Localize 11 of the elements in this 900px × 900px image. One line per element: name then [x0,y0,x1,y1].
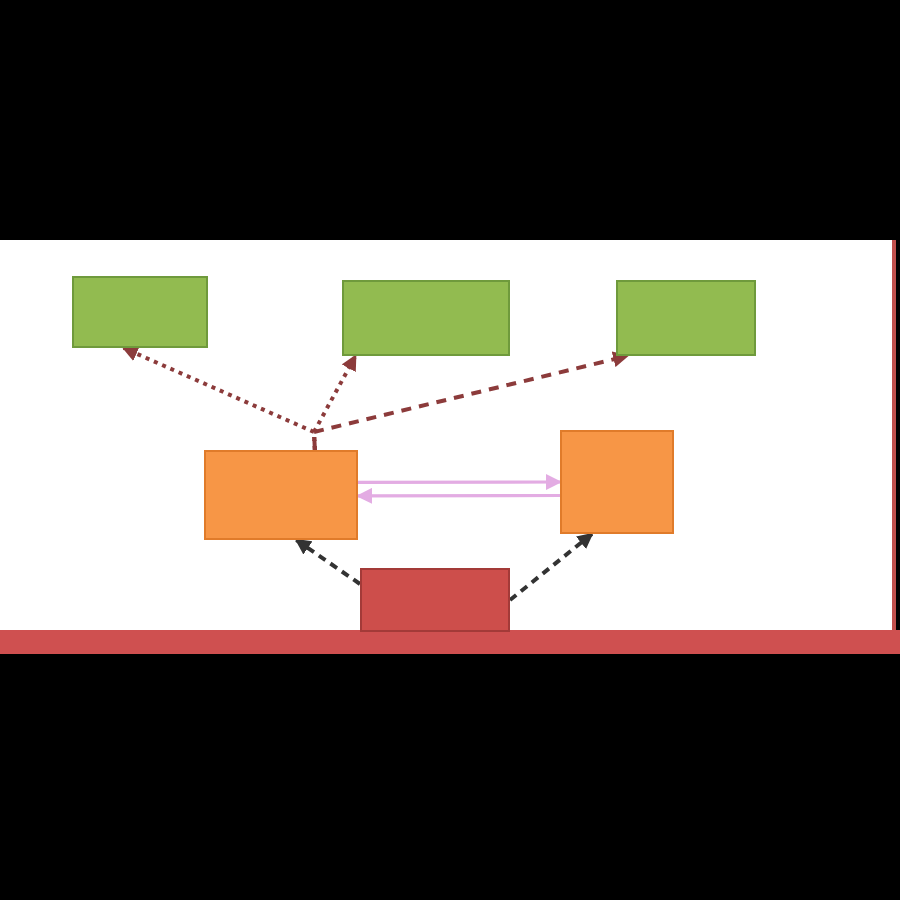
arrow [358,474,562,491]
process-box [360,568,510,632]
arrow [356,487,560,504]
arrow [294,538,362,586]
arrow [311,351,630,451]
process-box [560,430,674,534]
process-box [204,450,358,540]
process-box [616,280,756,356]
arrow [508,532,594,602]
process-box [342,280,510,356]
process-box [72,276,208,348]
